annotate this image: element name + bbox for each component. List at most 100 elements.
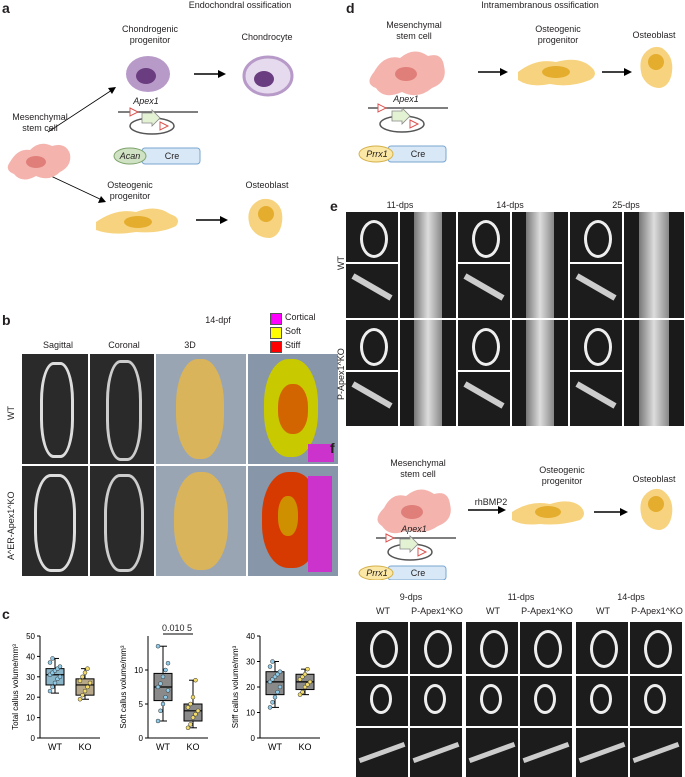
data-point bbox=[165, 688, 171, 693]
data-point bbox=[277, 684, 283, 690]
data-point bbox=[275, 689, 280, 695]
data-point bbox=[80, 674, 85, 680]
data-point bbox=[193, 677, 198, 683]
e-microct-image bbox=[512, 320, 568, 426]
row-label-aer-apex1-ko: A^ER-Apex1^KO bbox=[6, 491, 16, 560]
data-point bbox=[277, 669, 283, 674]
f-timepoint-9-dps: 9-dps bbox=[399, 592, 423, 602]
data-point bbox=[188, 722, 193, 727]
data-point bbox=[80, 692, 85, 698]
f-osteogenic-progenitor-label: Osteogenic progenitor bbox=[539, 465, 585, 486]
d-osteoblast-label: Osteoblast bbox=[632, 30, 676, 40]
cre-label: Cre bbox=[164, 151, 180, 161]
data-point bbox=[77, 696, 83, 702]
x-tick-label: WT bbox=[48, 742, 62, 752]
e-microct-image bbox=[400, 212, 456, 318]
f-microct-image bbox=[630, 676, 682, 726]
wt-segmented-image bbox=[248, 354, 338, 464]
data-point bbox=[185, 705, 191, 710]
legend-swatch-cortical bbox=[270, 313, 282, 325]
e-microct-image bbox=[512, 212, 568, 318]
data-point bbox=[87, 680, 93, 686]
p-value-label: 0.010 5 bbox=[161, 623, 193, 633]
data-point bbox=[165, 660, 171, 666]
ko-segmented-image bbox=[248, 466, 338, 576]
data-point bbox=[160, 674, 166, 680]
panel-label-d: d bbox=[346, 0, 355, 16]
e-microct-image bbox=[400, 320, 456, 426]
f-mesenchymal-stem-cell-label: Mesenchymal stem cell bbox=[390, 458, 446, 479]
y-axis-label: Total callus volume/mm³ bbox=[11, 644, 20, 730]
e-microct-image bbox=[624, 320, 684, 426]
f-microct-image bbox=[356, 728, 408, 777]
data-point bbox=[50, 684, 55, 690]
e-microct-image bbox=[458, 320, 510, 370]
data-point bbox=[155, 684, 161, 690]
data-point bbox=[272, 694, 278, 700]
f-microct-grid bbox=[356, 622, 684, 777]
data-point bbox=[307, 679, 313, 685]
timepoint-11-dps: 11-dps bbox=[386, 200, 414, 210]
d-cre-label: Cre bbox=[410, 149, 426, 159]
panel-label-c: c bbox=[2, 606, 10, 622]
data-point bbox=[155, 643, 161, 649]
e-microct-image bbox=[570, 264, 622, 318]
e-microct-image bbox=[346, 372, 398, 426]
wt-coronal-image bbox=[90, 354, 154, 464]
x-tick-label: WT bbox=[268, 742, 282, 752]
x-tick-label: WT bbox=[156, 742, 170, 752]
panel-label-a: a bbox=[2, 0, 10, 16]
y-tick-label: 0 bbox=[139, 734, 144, 743]
f-microct-image bbox=[410, 622, 462, 674]
e-microct-image bbox=[570, 212, 622, 262]
f-apex1-gene-label: Apex1 bbox=[401, 524, 427, 534]
data-point bbox=[163, 694, 168, 700]
e-microct-image bbox=[458, 372, 510, 426]
e-microct-image bbox=[346, 320, 398, 370]
column-coronal: Coronal bbox=[108, 340, 140, 350]
column-sagittal: Sagittal bbox=[42, 340, 74, 350]
data-point bbox=[305, 666, 310, 672]
data-point bbox=[52, 680, 58, 686]
wt-3d-image bbox=[156, 354, 246, 464]
f-microct-image bbox=[576, 728, 628, 777]
apex1-gene-label: Apex1 bbox=[133, 96, 159, 106]
x-tick-label: KO bbox=[186, 742, 199, 752]
data-point bbox=[190, 715, 196, 720]
legend-stiff: Stiff bbox=[285, 340, 301, 350]
f-timepoint-14-dps: 14-dps bbox=[617, 592, 645, 602]
data-point bbox=[267, 705, 273, 710]
y-axis-label: Stiff callus volume/mm³ bbox=[231, 645, 240, 728]
data-point bbox=[190, 694, 196, 700]
data-point bbox=[57, 674, 63, 680]
e-microct-image bbox=[624, 212, 684, 318]
f-group-p-apex1-ko: P-Apex1^KO bbox=[631, 606, 683, 616]
data-point bbox=[50, 656, 55, 661]
data-point bbox=[195, 708, 201, 714]
data-point bbox=[47, 660, 53, 665]
f-microct-image bbox=[630, 728, 682, 777]
f-timepoint-11-dps: 11-dps bbox=[507, 592, 535, 602]
f-group-wt: WT bbox=[596, 606, 610, 616]
y-tick-label: 5 bbox=[139, 700, 144, 709]
panel-label-e: e bbox=[330, 198, 338, 214]
data-point bbox=[57, 664, 63, 669]
data-point bbox=[85, 684, 90, 690]
f-microct-image bbox=[356, 622, 408, 674]
f-microct-image bbox=[356, 676, 408, 726]
f-group-wt: WT bbox=[376, 606, 390, 616]
panel-f-diagram bbox=[358, 488, 673, 580]
timepoint-14-dps: 14-dps bbox=[496, 200, 524, 210]
data-point bbox=[193, 711, 198, 717]
data-point bbox=[270, 659, 275, 664]
panel-d-title: Intramembranous ossification bbox=[481, 0, 599, 10]
legend-soft: Soft bbox=[285, 326, 302, 336]
y-tick-label: 30 bbox=[26, 673, 35, 682]
f-microct-image bbox=[576, 622, 628, 674]
f-microct-image bbox=[466, 622, 518, 674]
data-point bbox=[47, 688, 53, 694]
data-point bbox=[163, 667, 168, 673]
f-prrx1-promoter-label: Prrx1 bbox=[366, 568, 388, 578]
y-tick-label: 50 bbox=[26, 632, 35, 641]
